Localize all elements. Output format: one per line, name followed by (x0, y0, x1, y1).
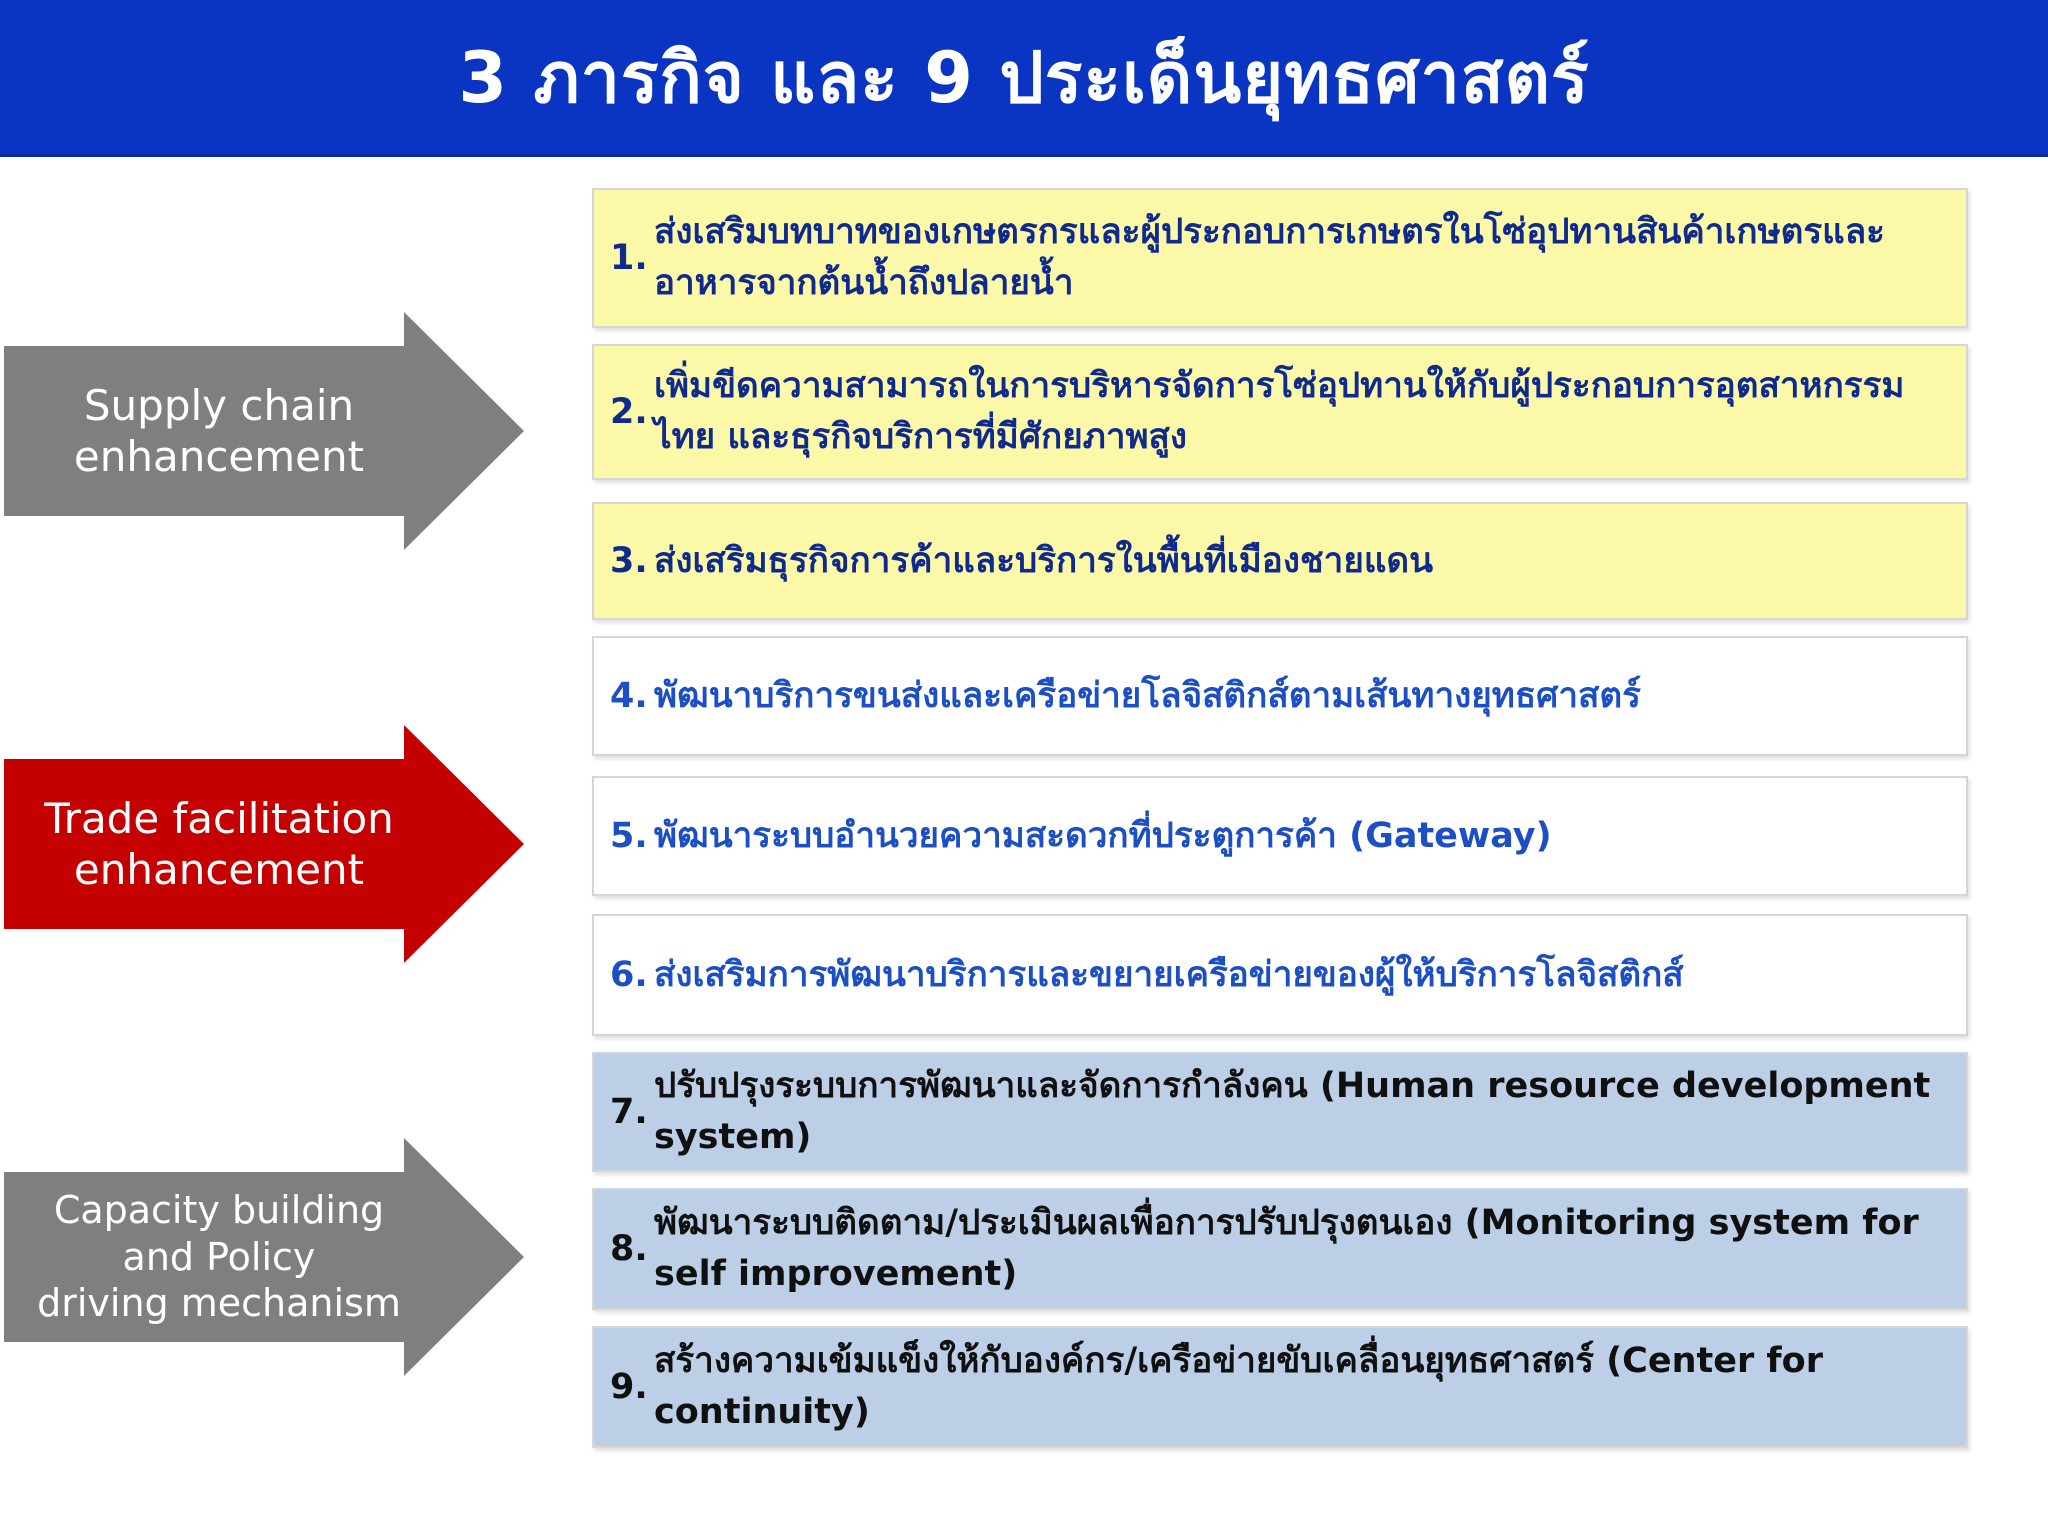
strategy-number: 5. (610, 815, 648, 856)
strategy-text: พัฒนาบริการขนส่งและเครือข่ายโลจิสติกส์ตา… (654, 675, 1641, 716)
strategy-text: เพิ่มขีดความสามารถในการบริหารจัดการโซ่อุ… (654, 366, 1905, 457)
strategy-number: 6. (610, 954, 648, 995)
strategy-item-3: 3. ส่งเสริมธุรกิจการค้าและบริการในพื้นที… (592, 502, 1968, 620)
arrow-right-icon (4, 312, 524, 550)
strategy-text: ส่งเสริมบทบาทของเกษตรกรและผู้ประกอบการเก… (654, 212, 1885, 303)
strategy-item-5: 5. พัฒนาระบบอำนวยความสะดวกที่ประตูการค้า… (592, 776, 1968, 896)
strategy-item-7: 7. ปรับปรุงระบบการพัฒนาและจัดการกำลังคน … (592, 1052, 1968, 1172)
strategy-number: 7. (610, 1091, 648, 1132)
strategy-number: 2. (610, 391, 648, 432)
strategy-number: 9. (610, 1366, 648, 1407)
mission-label: Capacity building and Policy driving mec… (37, 1188, 401, 1326)
strategy-item-4: 4. พัฒนาบริการขนส่งและเครือข่ายโลจิสติกส… (592, 636, 1968, 756)
strategy-text: ส่งเสริมธุรกิจการค้าและบริการในพื้นที่เม… (654, 540, 1434, 581)
mission-arrow-trade-facilitation: Trade facilitation enhancement (4, 725, 524, 963)
mission-label: Trade facilitation enhancement (44, 793, 394, 894)
strategy-text: สร้างความเข้มแข็งให้กับองค์กร/เครือข่ายข… (654, 1341, 1823, 1432)
strategy-number: 1. (610, 237, 648, 278)
strategy-text: ปรับปรุงระบบการพัฒนาและจัดการกำลังคน (Hu… (654, 1066, 1931, 1157)
strategy-text: พัฒนาระบบติดตาม/ประเมินผลเพื่อการปรับปรุ… (654, 1203, 1919, 1294)
strategy-text: ส่งเสริมการพัฒนาบริการและขยายเครือข่ายขอ… (654, 954, 1684, 995)
strategy-item-1: 1. ส่งเสริมบทบาทของเกษตรกรและผู้ประกอบกา… (592, 188, 1968, 328)
strategy-item-8: 8. พัฒนาระบบติดตาม/ประเมินผลเพื่อการปรับ… (592, 1188, 1968, 1310)
strategy-text: พัฒนาระบบอำนวยความสะดวกที่ประตูการค้า (G… (654, 815, 1552, 856)
strategy-item-9: 9. สร้างความเข้มแข็งให้กับองค์กร/เครือข่… (592, 1326, 1968, 1448)
strategy-number: 4. (610, 675, 648, 716)
mission-arrow-supply-chain: Supply chain enhancement (4, 312, 524, 550)
mission-arrow-capacity-building: Capacity building and Policy driving mec… (4, 1138, 524, 1376)
strategy-number: 3. (610, 540, 648, 581)
arrow-right-icon (4, 1138, 524, 1376)
page-title: 3 ภารกิจ และ 9 ประเด็นยุทธศาสตร์ (458, 36, 1590, 119)
strategy-number: 8. (610, 1228, 648, 1269)
arrow-right-icon (4, 725, 524, 963)
strategy-item-6: 6. ส่งเสริมการพัฒนาบริการและขยายเครือข่า… (592, 914, 1968, 1036)
mission-label: Supply chain enhancement (73, 380, 365, 481)
title-bar: 3 ภารกิจ และ 9 ประเด็นยุทธศาสตร์ (0, 0, 2048, 157)
strategy-item-2: 2. เพิ่มขีดความสามารถในการบริหารจัดการโซ… (592, 344, 1968, 480)
